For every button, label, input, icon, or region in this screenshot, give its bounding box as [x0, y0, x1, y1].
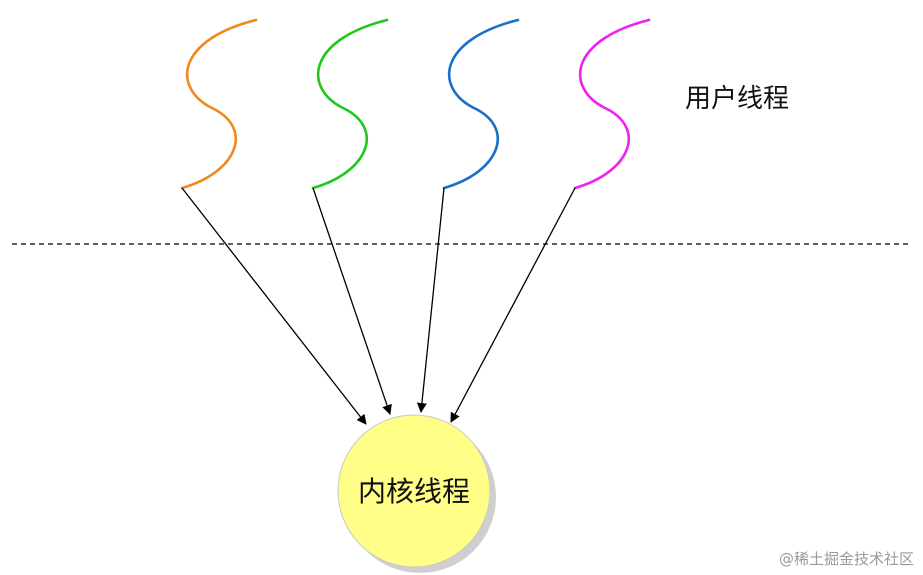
arrow-thread-3-to-kernel	[416, 187, 445, 413]
user-thread-magenta	[573, 18, 651, 190]
user-thread-green	[311, 18, 389, 190]
watermark: @稀土掘金技术社区	[779, 550, 914, 568]
user-thread-blue	[442, 18, 520, 190]
user-threads-label: 用户线程	[685, 84, 789, 114]
arrow-thread-1-to-kernel	[181, 187, 367, 425]
arrow-thread-4-to-kernel	[450, 187, 576, 423]
arrow-thread-2-to-kernel	[312, 187, 392, 415]
kernel-thread-label: 内核线程	[358, 475, 470, 508]
user-thread-orange	[180, 18, 258, 190]
kernel-thread-node	[337, 414, 491, 568]
